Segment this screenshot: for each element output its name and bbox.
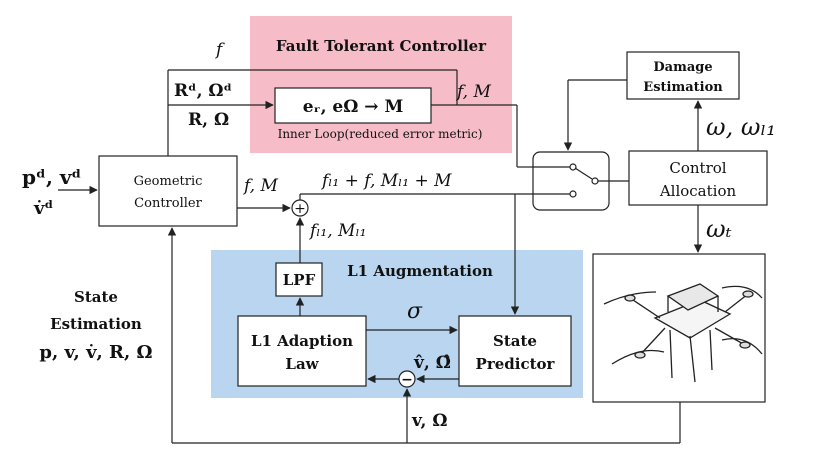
state-predictor-label-2: Predictor [476, 355, 556, 373]
control-allocation-label-1: Control [669, 159, 726, 177]
omega-top-label: ω, ωₗ₁ [706, 113, 776, 141]
ftc-title: Fault Tolerant Controller [276, 37, 487, 55]
state-estimation-label-2: Estimation [50, 315, 142, 333]
l1-adaption-law-block [237, 315, 367, 387]
v-hat-label: v̂, Ω̂ [413, 353, 451, 373]
state-estimation-vars: p, v, v̇, R, Ω [39, 342, 152, 363]
fl1-Ml1-label: fₗ₁, Mₗ₁ [308, 221, 366, 241]
ftc-subtitle: Inner Loop(reduced error metric) [278, 127, 483, 141]
lpf-block [275, 262, 323, 297]
drone-illustration [603, 283, 763, 383]
error-map-block [274, 87, 432, 124]
switch-pivot [591, 177, 599, 185]
Rd-Omegad-label: Rᵈ, Ωᵈ [174, 81, 232, 101]
geometric-controller-label-2: Controller [134, 196, 202, 211]
switch-contact-top [569, 163, 577, 171]
damage-estimation-label-2: Estimation [643, 80, 723, 95]
fM-geo-out-label: f, M [242, 176, 278, 196]
damage-estimation-block [626, 51, 740, 100]
switch-contact-bottom [569, 190, 577, 198]
geometric-controller-block [98, 155, 238, 227]
state-predictor-label-1: State [493, 332, 537, 350]
state-predictor-block [458, 315, 572, 387]
lpf-label: LPF [283, 271, 316, 289]
ftc-region [250, 16, 512, 153]
control-allocation-label-2: Allocation [659, 182, 737, 200]
input-pd-vd-label: pᵈ, vᵈ [22, 165, 81, 189]
sum-junction-symbol: + [294, 201, 306, 217]
state-estimation-label-1: State [74, 288, 118, 306]
l1-adaption-law-label-2: Law [285, 355, 319, 373]
l1-adaption-law-label-1: L1 Adaption [251, 332, 353, 350]
f-top-label: f [214, 40, 225, 60]
switch-blade [574, 167, 593, 180]
v-Omega-fb-label: v, Ω [411, 411, 447, 431]
input-vd-dot-label: v̇ᵈ [33, 198, 53, 219]
l1-title: L1 Augmentation [347, 262, 493, 280]
sigma-label: σ [407, 299, 423, 324]
damage-estimation-label-1: Damage [653, 60, 712, 75]
fM-ftc-out-label: f, M [455, 82, 491, 102]
sum-out-label: fₗ₁ + f, Mₗ₁ + M [320, 171, 452, 191]
error-map-label: eᵣ, eΩ → M [303, 97, 404, 117]
geometric-controller-label-1: Geometric [134, 174, 203, 189]
omega-t-label: ωₜ [706, 215, 732, 243]
diff-junction-symbol: − [401, 372, 413, 388]
R-Omega-label: R, Ω [188, 110, 229, 130]
